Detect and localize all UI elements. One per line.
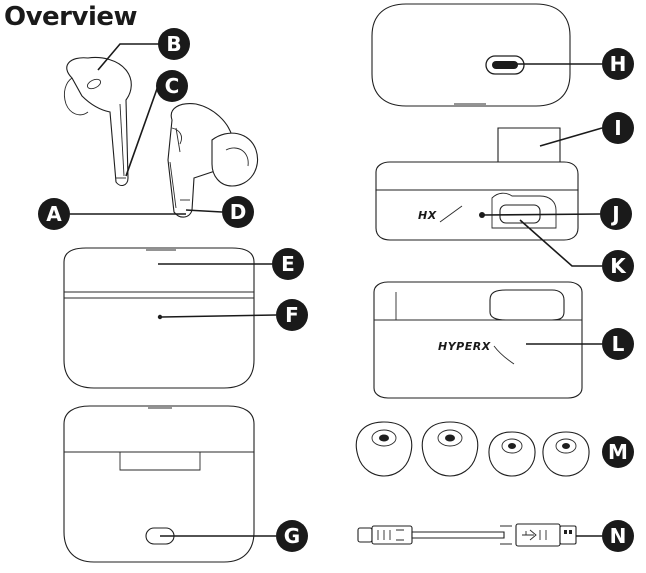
- callout-k-label: K: [610, 254, 627, 278]
- leader-c: [125, 85, 159, 177]
- ear-tips: [355, 421, 590, 477]
- callout-f: F: [276, 299, 308, 331]
- leader-d: [185, 209, 223, 213]
- callout-l-circle: [602, 328, 634, 360]
- callout-m-label: M: [608, 440, 628, 464]
- case-back-view: [371, 3, 571, 107]
- callout-b-circle: [158, 28, 190, 60]
- case-led-dot: [157, 314, 163, 320]
- callout-i-label: I: [614, 116, 621, 140]
- leader-j: [481, 213, 601, 216]
- callout-c-label: C: [165, 74, 180, 98]
- ear-tip-small-2: [542, 431, 590, 477]
- earbud-front: [167, 103, 258, 218]
- callout-f-label: F: [285, 303, 299, 327]
- callout-a-circle: [38, 198, 70, 230]
- callout-i-circle: [602, 112, 634, 144]
- callout-b: B: [158, 28, 190, 60]
- callout-c: C: [156, 70, 188, 102]
- callout-h: H: [602, 48, 634, 80]
- adapter-brand-logo: HX: [418, 209, 437, 222]
- callout-k-circle: [602, 250, 634, 282]
- page-title: Overview: [4, 2, 138, 32]
- charging-case-closed: [63, 247, 255, 389]
- callout-i: I: [602, 112, 634, 144]
- earbuds-illustration: [63, 56, 258, 218]
- callout-c-circle: [156, 70, 188, 102]
- callout-k: K: [602, 250, 634, 282]
- callout-d-label: D: [230, 200, 247, 224]
- callout-g-label: G: [284, 524, 300, 548]
- leader-k: [519, 219, 602, 267]
- callout-l-label: L: [612, 332, 625, 356]
- callout-h-circle: [602, 48, 634, 80]
- callout-a-label: A: [46, 202, 62, 226]
- callout-g: G: [276, 520, 308, 552]
- callout-f-circle: [276, 299, 308, 331]
- leader-b: [97, 43, 160, 71]
- callout-d-circle: [222, 196, 254, 228]
- callout-e-label: E: [281, 252, 295, 276]
- ear-tip-large-2: [421, 421, 479, 477]
- callout-a: A: [38, 198, 70, 230]
- callout-g-circle: [276, 520, 308, 552]
- callout-n-label: N: [610, 524, 627, 548]
- callout-b-label: B: [166, 32, 181, 56]
- leader-i: [539, 127, 603, 147]
- usb-c-adapter: HX: [375, 127, 579, 241]
- charging-case-back: [63, 405, 255, 563]
- callout-e-circle: [272, 248, 304, 280]
- callout-j-label: J: [610, 202, 619, 226]
- callout-d: D: [222, 196, 254, 228]
- adapter-dock: HYPERX: [373, 281, 583, 399]
- callout-l: L: [602, 328, 634, 360]
- callout-h-label: H: [610, 52, 627, 76]
- earbud-back: [63, 56, 132, 187]
- callout-m: M: [602, 436, 634, 468]
- callout-e: E: [272, 248, 304, 280]
- leader-f: [161, 314, 277, 318]
- callout-m-circle: [602, 436, 634, 468]
- callout-n-circle: [602, 520, 634, 552]
- callout-n: N: [602, 520, 634, 552]
- callout-j: J: [600, 198, 632, 230]
- dock-brand-logo: HYPERX: [438, 340, 491, 353]
- callout-j-circle: [600, 198, 632, 230]
- leader-lines: [70, 43, 603, 537]
- ear-tip-small-1: [488, 431, 536, 477]
- usb-cable: [357, 523, 577, 547]
- ear-tip-large-1: [355, 421, 413, 477]
